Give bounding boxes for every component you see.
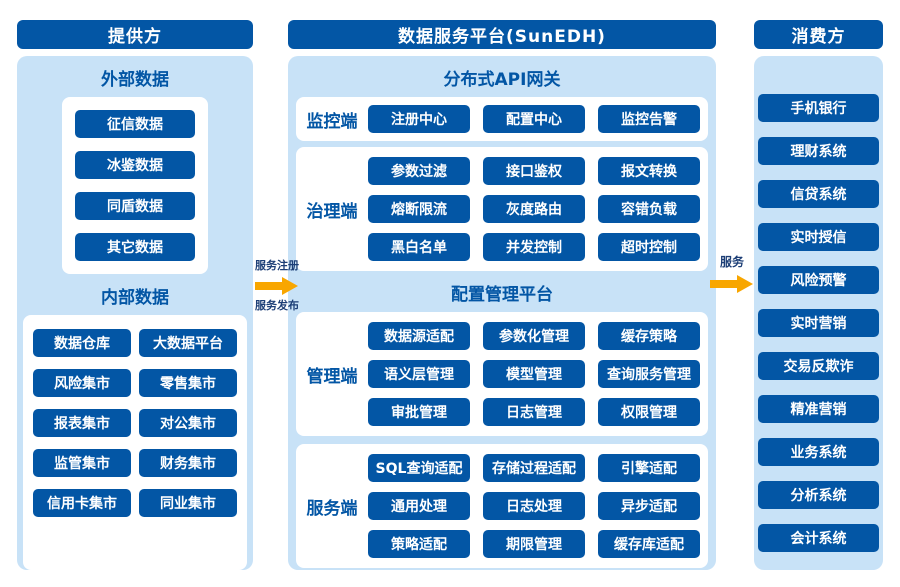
- platform-node: 审批管理: [368, 398, 470, 426]
- consumer-node: 交易反欺诈: [758, 352, 879, 380]
- provider-panel: 外部数据 征信数据 冰鉴数据 同盾数据 其它数据 内部数据 数据仓库 大数据平台…: [17, 56, 253, 570]
- right-arrow-icon: [255, 277, 298, 296]
- external-data-title: 外部数据: [101, 70, 169, 90]
- platform-node: 数据源适配: [368, 322, 470, 350]
- platform-column: 数据服务平台(SunEDH) 分布式API网关 监控端 注册中心 配置中心 监控…: [288, 20, 716, 570]
- platform-node: 接口鉴权: [483, 157, 585, 185]
- platform-node: 监控告警: [598, 105, 700, 133]
- platform-node: 配置中心: [483, 105, 585, 133]
- platform-node: 并发控制: [483, 233, 585, 261]
- section-monitor-label: 监控端: [306, 111, 358, 132]
- platform-node: 注册中心: [368, 105, 470, 133]
- provider-node: 其它数据: [75, 233, 195, 261]
- internal-data-box: 数据仓库 大数据平台 风险集市 零售集市 报表集市 对公集市 监管集市 财务集市…: [23, 315, 247, 570]
- platform-node: SQL查询适配: [368, 454, 470, 482]
- platform-node: 报文转换: [598, 157, 700, 185]
- section-monitor-grid: 注册中心 配置中心 监控告警: [368, 105, 700, 133]
- consumer-column: 消费方 手机银行 理财系统 信贷系统 实时授信 风险预警 实时营销 交易反欺诈 …: [754, 20, 883, 570]
- consumer-node: 实时授信: [758, 223, 879, 251]
- section-service: 服务端 SQL查询适配 存储过程适配 引擎适配 通用处理 日志处理 异步适配 策…: [296, 444, 708, 568]
- platform-node: 超时控制: [598, 233, 700, 261]
- consumer-node: 业务系统: [758, 438, 879, 466]
- service-label: 服务: [719, 255, 744, 269]
- provider-node: 同业集市: [139, 489, 237, 517]
- platform-node: 通用处理: [368, 492, 470, 520]
- external-data-box: 征信数据 冰鉴数据 同盾数据 其它数据: [62, 97, 208, 274]
- section-service-grid: SQL查询适配 存储过程适配 引擎适配 通用处理 日志处理 异步适配 策略适配 …: [368, 454, 700, 558]
- consumer-node: 信贷系统: [758, 180, 879, 208]
- platform-node: 熔断限流: [368, 195, 470, 223]
- provider-node: 同盾数据: [75, 192, 195, 220]
- provider-node: 信用卡集市: [33, 489, 131, 517]
- provider-header: 提供方: [17, 20, 253, 49]
- platform-panel: 分布式API网关 监控端 注册中心 配置中心 监控告警 治理端 参数过滤 接口鉴…: [288, 56, 716, 570]
- flow-platform-to-consumer: 服务: [709, 255, 755, 297]
- consumer-node: 分析系统: [758, 481, 879, 509]
- section-management-label: 管理端: [306, 366, 358, 387]
- section-governance: 治理端 参数过滤 接口鉴权 报文转换 熔断限流 灰度路由 容错负载 黑白名单 并…: [296, 147, 708, 271]
- platform-node: 存储过程适配: [483, 454, 585, 482]
- provider-node: 数据仓库: [33, 329, 131, 357]
- platform-node: 异步适配: [598, 492, 700, 520]
- consumer-node: 风险预警: [758, 266, 879, 294]
- consumer-header: 消费方: [754, 20, 883, 49]
- consumer-node: 精准营销: [758, 395, 879, 423]
- right-arrow-icon: [710, 274, 753, 293]
- provider-node: 征信数据: [75, 110, 195, 138]
- platform-node: 权限管理: [598, 398, 700, 426]
- platform-node: 缓存策略: [598, 322, 700, 350]
- provider-node: 大数据平台: [139, 329, 237, 357]
- platform-node: 缓存库适配: [598, 530, 700, 558]
- platform-node: 灰度路由: [483, 195, 585, 223]
- provider-node: 报表集市: [33, 409, 131, 437]
- platform-node: 黑白名单: [368, 233, 470, 261]
- config-platform-title: 配置管理平台: [451, 285, 553, 305]
- platform-node: 参数过滤: [368, 157, 470, 185]
- provider-column: 提供方 外部数据 征信数据 冰鉴数据 同盾数据 其它数据 内部数据 数据仓库 大…: [17, 20, 253, 570]
- platform-node: 引擎适配: [598, 454, 700, 482]
- platform-node: 日志管理: [483, 398, 585, 426]
- section-governance-label: 治理端: [306, 201, 358, 222]
- platform-node: 容错负载: [598, 195, 700, 223]
- service-register-label: 服务注册: [255, 259, 299, 272]
- platform-node: 期限管理: [483, 530, 585, 558]
- section-governance-grid: 参数过滤 接口鉴权 报文转换 熔断限流 灰度路由 容错负载 黑白名单 并发控制 …: [368, 157, 700, 261]
- provider-node: 冰鉴数据: [75, 151, 195, 179]
- consumer-panel: 手机银行 理财系统 信贷系统 实时授信 风险预警 实时营销 交易反欺诈 精准营销…: [754, 56, 883, 570]
- platform-node: 模型管理: [483, 360, 585, 388]
- consumer-node: 手机银行: [758, 94, 879, 122]
- section-monitor: 监控端 注册中心 配置中心 监控告警: [296, 97, 708, 141]
- section-service-label: 服务端: [306, 498, 358, 519]
- platform-node: 语义层管理: [368, 360, 470, 388]
- internal-data-title: 内部数据: [101, 288, 169, 308]
- consumer-node: 理财系统: [758, 137, 879, 165]
- provider-node: 风险集市: [33, 369, 131, 397]
- platform-node: 查询服务管理: [598, 360, 700, 388]
- flow-provider-to-platform: 服务注册 服务发布: [250, 259, 304, 314]
- platform-node: 参数化管理: [483, 322, 585, 350]
- platform-node: 策略适配: [368, 530, 470, 558]
- provider-node: 零售集市: [139, 369, 237, 397]
- platform-header: 数据服务平台(SunEDH): [288, 20, 716, 49]
- consumer-node: 会计系统: [758, 524, 879, 552]
- provider-node: 财务集市: [139, 449, 237, 477]
- section-management: 管理端 数据源适配 参数化管理 缓存策略 语义层管理 模型管理 查询服务管理 审…: [296, 312, 708, 436]
- provider-node: 监管集市: [33, 449, 131, 477]
- consumer-node: 实时营销: [758, 309, 879, 337]
- gateway-title: 分布式API网关: [443, 70, 561, 90]
- provider-node: 对公集市: [139, 409, 237, 437]
- section-management-grid: 数据源适配 参数化管理 缓存策略 语义层管理 模型管理 查询服务管理 审批管理 …: [368, 322, 700, 426]
- service-publish-label: 服务发布: [255, 299, 299, 313]
- platform-node: 日志处理: [483, 492, 585, 520]
